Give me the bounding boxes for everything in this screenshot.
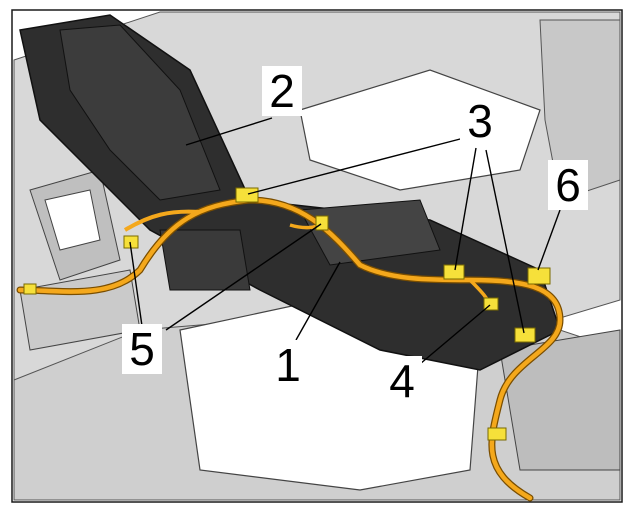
callout-3: 3 [460, 96, 500, 146]
duct-upper-section [59, 24, 221, 201]
actuator-module [159, 229, 251, 291]
leader-4 [419, 304, 491, 365]
leader-3b [454, 147, 477, 271]
callout-5: 5 [122, 324, 162, 374]
harness-branch-left [123, 209, 201, 232]
connector-5a [315, 215, 329, 231]
right-bracket [539, 19, 621, 201]
leader-1 [295, 261, 341, 341]
clip-3c [514, 327, 536, 343]
leader-5a [165, 223, 322, 331]
clip-3b [443, 264, 465, 280]
callout-6: 6 [548, 160, 588, 210]
left-vent-opening [44, 189, 101, 251]
clip-3a [235, 187, 259, 203]
leader-3a [247, 137, 465, 195]
callout-1: 1 [268, 340, 308, 390]
leader-lines [129, 117, 561, 365]
leader-5b [129, 241, 143, 327]
control-module [299, 199, 441, 266]
leader-3c [485, 149, 525, 334]
leader-6 [537, 209, 561, 271]
callout-4: 4 [382, 356, 422, 406]
leader-2 [185, 117, 273, 146]
wiring-harness [17, 197, 563, 501]
clip-lower [487, 427, 507, 441]
right-duct-housing [499, 329, 621, 471]
callout-2: 2 [262, 66, 302, 116]
connector-6 [527, 267, 551, 285]
connector-left-edge [23, 283, 37, 295]
